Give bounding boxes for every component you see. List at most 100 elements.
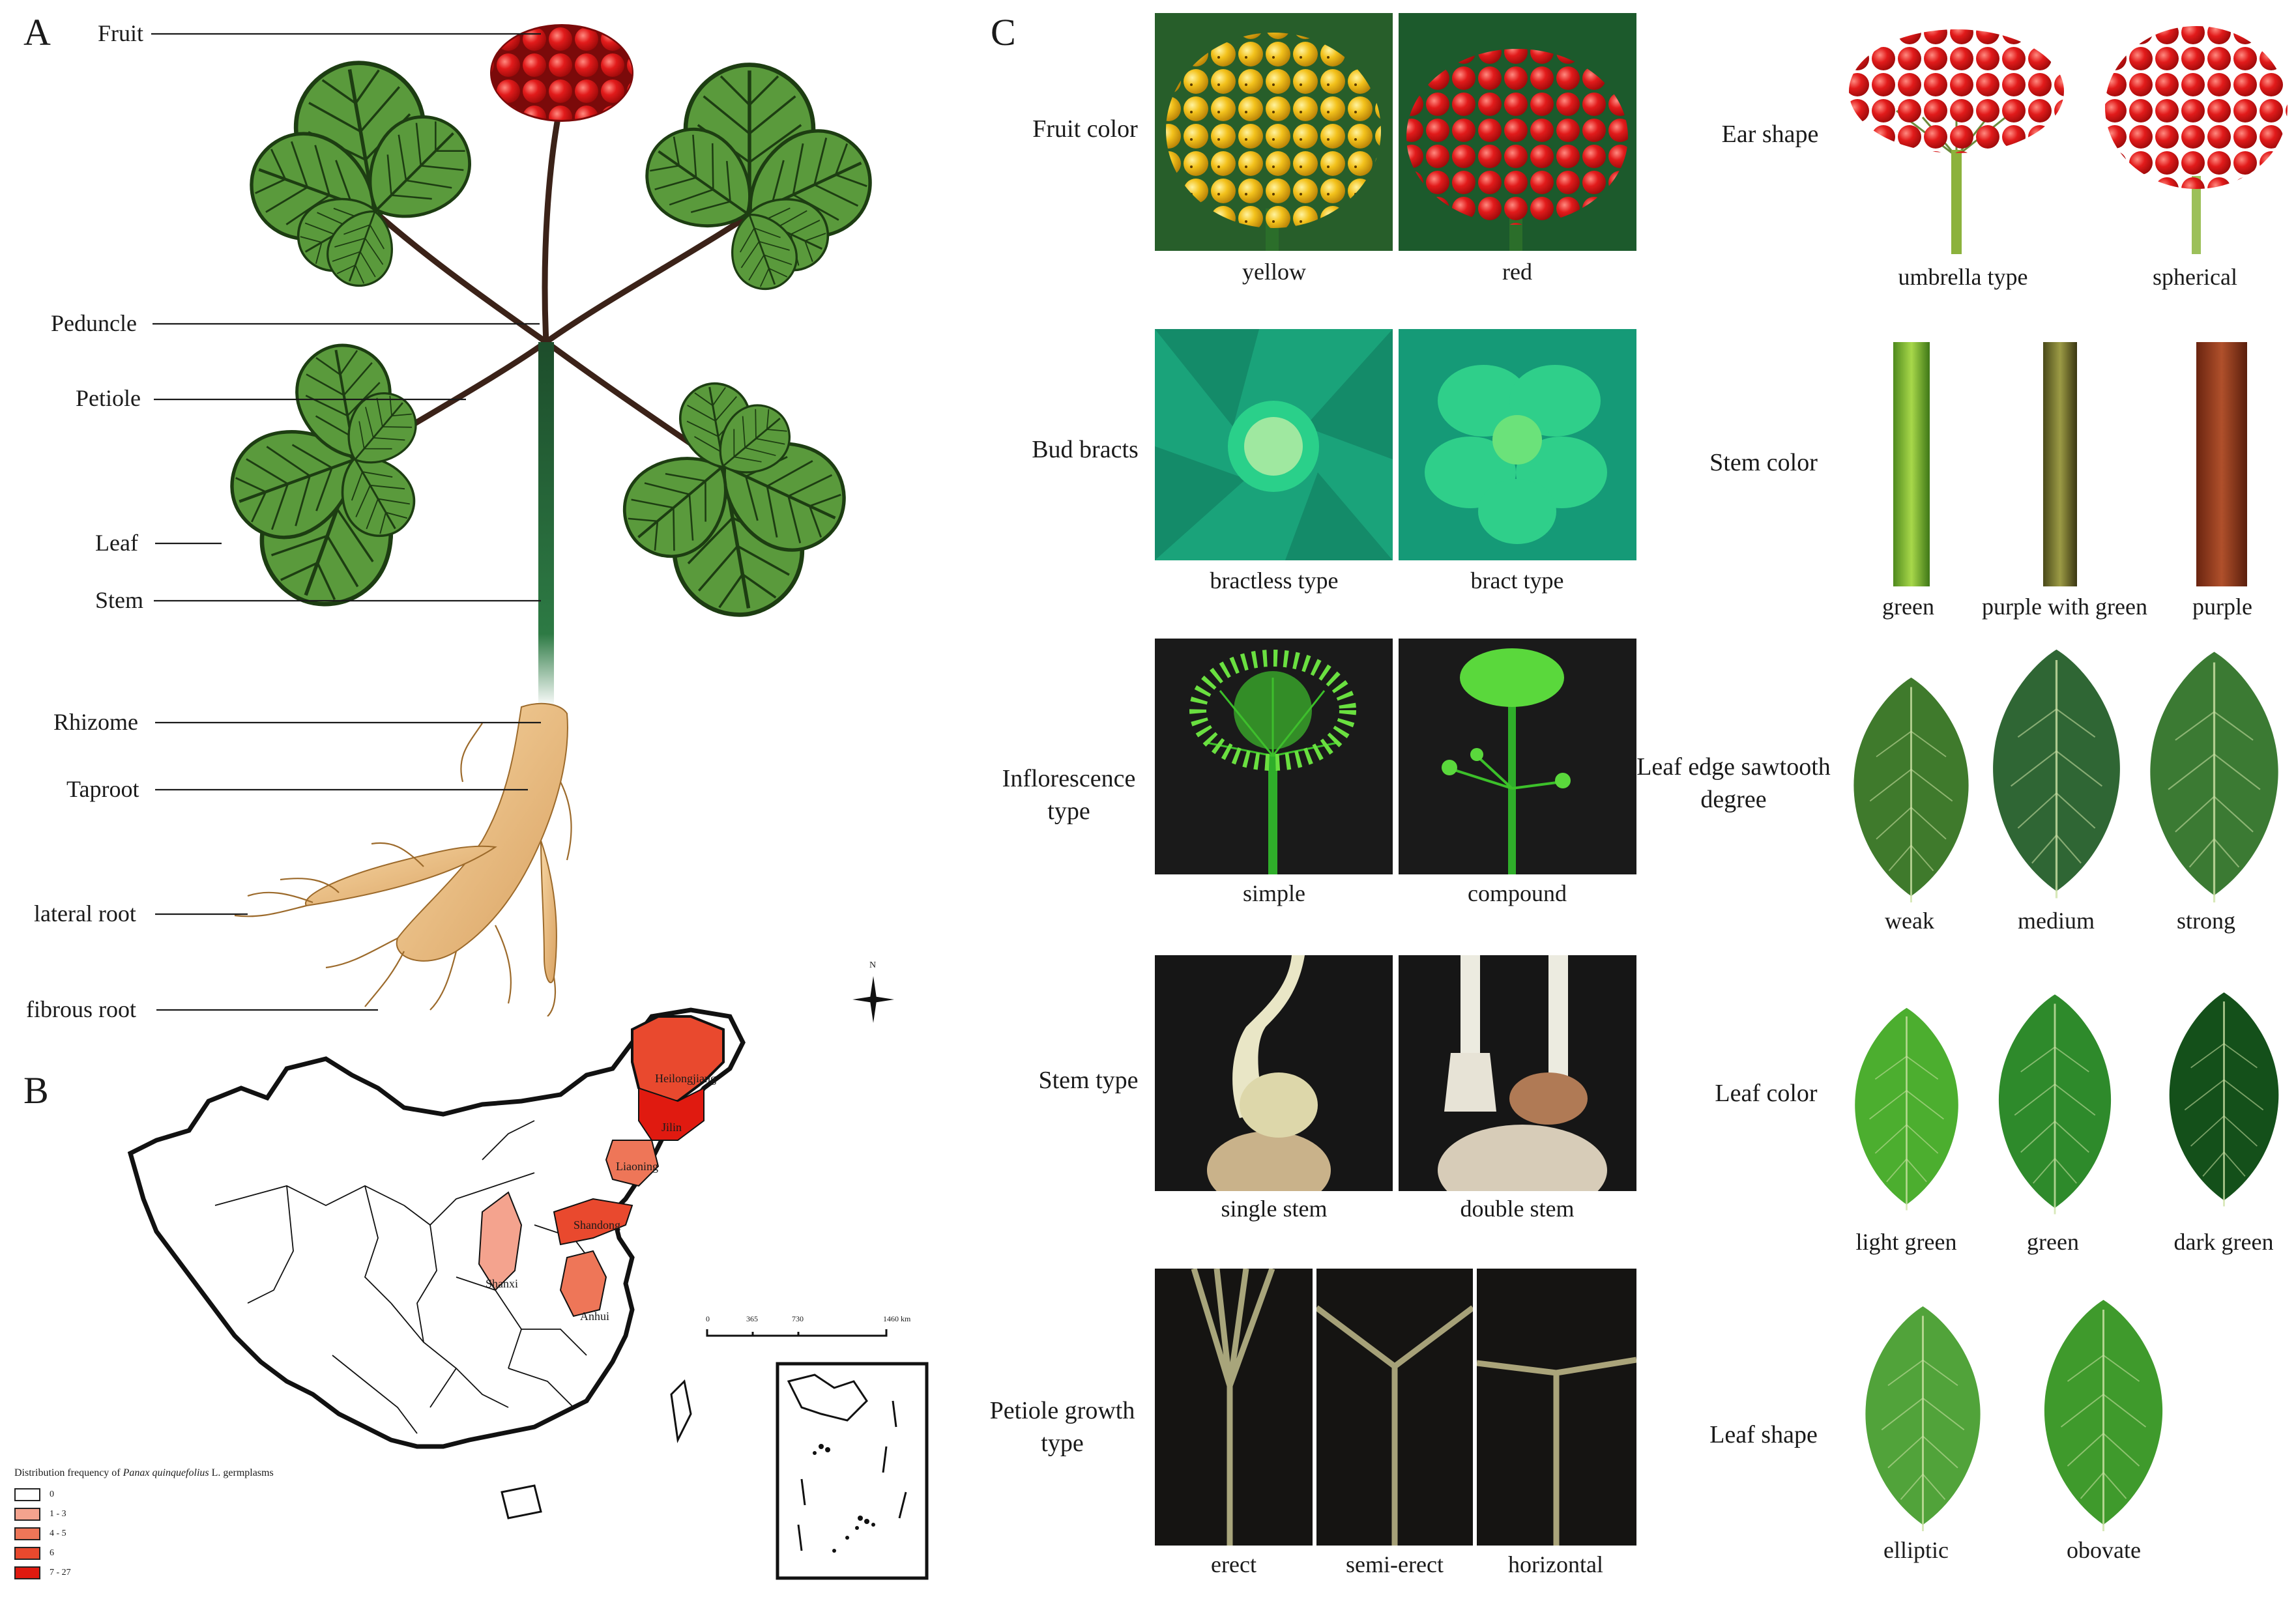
trait-petiole-growth-type: Petiole growth type bbox=[989, 1397, 1135, 1457]
caption-strong: strong bbox=[2177, 908, 2235, 934]
caption-red: red bbox=[1502, 259, 1532, 285]
photo-inflorescence-simple bbox=[1155, 639, 1393, 874]
fibrous-roots bbox=[234, 723, 572, 1016]
south-china-sea-inset bbox=[776, 1362, 929, 1580]
photo-fruit-yellow bbox=[1155, 13, 1393, 251]
panel-b-letter: B bbox=[23, 1069, 49, 1112]
legend-swatch bbox=[14, 1566, 40, 1579]
caption-umbrella-type: umbrella type bbox=[1898, 264, 2028, 290]
legend-title-species: Panax quinquefolius bbox=[123, 1467, 209, 1478]
caption-green: green bbox=[2027, 1229, 2079, 1255]
photo-petiole-semi-erect bbox=[1316, 1269, 1473, 1546]
photo-single-stem bbox=[1155, 955, 1393, 1191]
caption-erect: erect bbox=[1211, 1551, 1257, 1577]
stem bbox=[538, 342, 554, 707]
province-label-shanxi: Shanxi bbox=[486, 1277, 519, 1290]
photo-leaf-medium bbox=[1986, 642, 2127, 902]
hainan-island bbox=[501, 1484, 542, 1519]
label-fruit: Fruit bbox=[98, 20, 144, 46]
legend-swatch bbox=[14, 1508, 40, 1521]
trait-leaf-color: Leaf color bbox=[1715, 1080, 1818, 1107]
legend-item-label: 6 bbox=[50, 1548, 54, 1558]
legend-swatch bbox=[14, 1488, 40, 1501]
caption-bract-type: bract type bbox=[1470, 568, 1564, 594]
photo-bractless-type bbox=[1155, 329, 1393, 560]
caption-yellow: yellow bbox=[1242, 259, 1306, 285]
photo-petiole-erect bbox=[1155, 1269, 1313, 1546]
photo-stem-purple bbox=[2196, 342, 2247, 586]
legend-item: 1 - 3 bbox=[14, 1507, 66, 1521]
label-lateral-root: lateral root bbox=[34, 900, 136, 927]
photo-double-stem bbox=[1399, 955, 1636, 1191]
photo-leaf-strong bbox=[2141, 648, 2288, 902]
caption-compound: compound bbox=[1468, 880, 1567, 906]
photo-inflorescence-compound bbox=[1399, 639, 1636, 874]
caption-bractless-type: bractless type bbox=[1210, 568, 1339, 594]
legend-item-label: 7 - 27 bbox=[50, 1568, 71, 1577]
caption-dark-green: dark green bbox=[2173, 1229, 2274, 1255]
legend-swatch bbox=[14, 1547, 40, 1560]
peduncle-stalk bbox=[542, 104, 564, 343]
province-label-jilin: Jilin bbox=[661, 1121, 682, 1134]
caption-stem-purple-with-green: purple with green bbox=[1982, 594, 2147, 620]
legend-item: 0 bbox=[14, 1488, 54, 1502]
scale-tick-0: 0 bbox=[706, 1314, 710, 1323]
legend-item: 6 bbox=[14, 1546, 54, 1561]
province-shanxi bbox=[478, 1191, 523, 1291]
trait-stem-color: Stem color bbox=[1709, 449, 1818, 476]
province-label-liaoning: Liaoning bbox=[616, 1160, 658, 1173]
caption-double-stem: double stem bbox=[1460, 1196, 1575, 1222]
leaf-lower-left bbox=[217, 338, 430, 623]
trait-inflorescence-type: Inflorescence type bbox=[1002, 765, 1136, 825]
caption-semi-erect: semi-erect bbox=[1346, 1551, 1444, 1577]
scale-tick-730: 730 bbox=[792, 1314, 804, 1323]
caption-elliptic: elliptic bbox=[1883, 1537, 1949, 1563]
label-rhizome: Rhizome bbox=[53, 709, 138, 735]
root bbox=[304, 702, 568, 983]
photo-leaf-green bbox=[1993, 981, 2117, 1225]
province-heilongjiang bbox=[631, 1015, 725, 1102]
leader-lines bbox=[151, 33, 541, 1011]
scale-bar bbox=[706, 1329, 888, 1337]
trait-fruit-color: Fruit color bbox=[1032, 115, 1138, 143]
scale-tick-1460: 1460 km bbox=[883, 1314, 911, 1323]
trait-stem-type: Stem type bbox=[1038, 1067, 1139, 1094]
caption-single-stem: single stem bbox=[1221, 1196, 1328, 1222]
photo-leaf-obovate bbox=[2033, 1297, 2173, 1531]
label-stem: Stem bbox=[95, 587, 144, 613]
label-leaf: Leaf bbox=[95, 530, 138, 556]
trait-leaf-shape: Leaf shape bbox=[1709, 1421, 1818, 1448]
photo-bract-type bbox=[1399, 329, 1636, 560]
photo-leaf-elliptic bbox=[1850, 1303, 1996, 1531]
trait-leaf-edge-sawtooth-degree: Leaf edge sawtooth degree bbox=[1636, 753, 1831, 813]
photo-leaf-weak bbox=[1841, 674, 1981, 902]
label-fibrous-root: fibrous root bbox=[26, 996, 136, 1022]
photo-petiole-horizontal bbox=[1477, 1269, 1636, 1546]
legend-item-label: 1 - 3 bbox=[50, 1509, 66, 1519]
caption-spherical: spherical bbox=[2153, 264, 2237, 290]
taiwan-island bbox=[670, 1379, 692, 1443]
photo-leaf-light-green bbox=[1850, 990, 1964, 1225]
province-label-heilongjiang: Heilongjiang bbox=[655, 1072, 716, 1085]
province-shandong bbox=[553, 1198, 633, 1246]
label-petiole: Petiole bbox=[76, 385, 141, 411]
label-taproot: Taproot bbox=[66, 776, 139, 802]
legend-item-label: 4 - 5 bbox=[50, 1529, 66, 1538]
photo-stem-purple-with-green bbox=[2043, 342, 2077, 586]
caption-obovate: obovate bbox=[2067, 1537, 2141, 1563]
province-label-anhui: Anhui bbox=[580, 1310, 609, 1323]
leaf-upper-left bbox=[237, 53, 489, 296]
scale-tick-365: 365 bbox=[746, 1314, 758, 1323]
province-label-shandong: Shandong bbox=[574, 1218, 620, 1231]
leaf-lower-right bbox=[605, 377, 862, 625]
compass-rose bbox=[852, 976, 894, 1023]
legend-title-prefix: Distribution frequency of bbox=[14, 1467, 123, 1478]
photo-fruit-red bbox=[1399, 13, 1636, 251]
ginseng-plant-illustration bbox=[151, 24, 925, 1016]
caption-stem-green: green bbox=[1882, 594, 1934, 620]
caption-horizontal: horizontal bbox=[1508, 1551, 1603, 1577]
caption-stem-purple: purple bbox=[2192, 594, 2252, 620]
compass-n-label: N bbox=[869, 960, 877, 970]
caption-light-green: light green bbox=[1855, 1229, 1957, 1255]
legend-item: 7 - 27 bbox=[14, 1566, 71, 1580]
